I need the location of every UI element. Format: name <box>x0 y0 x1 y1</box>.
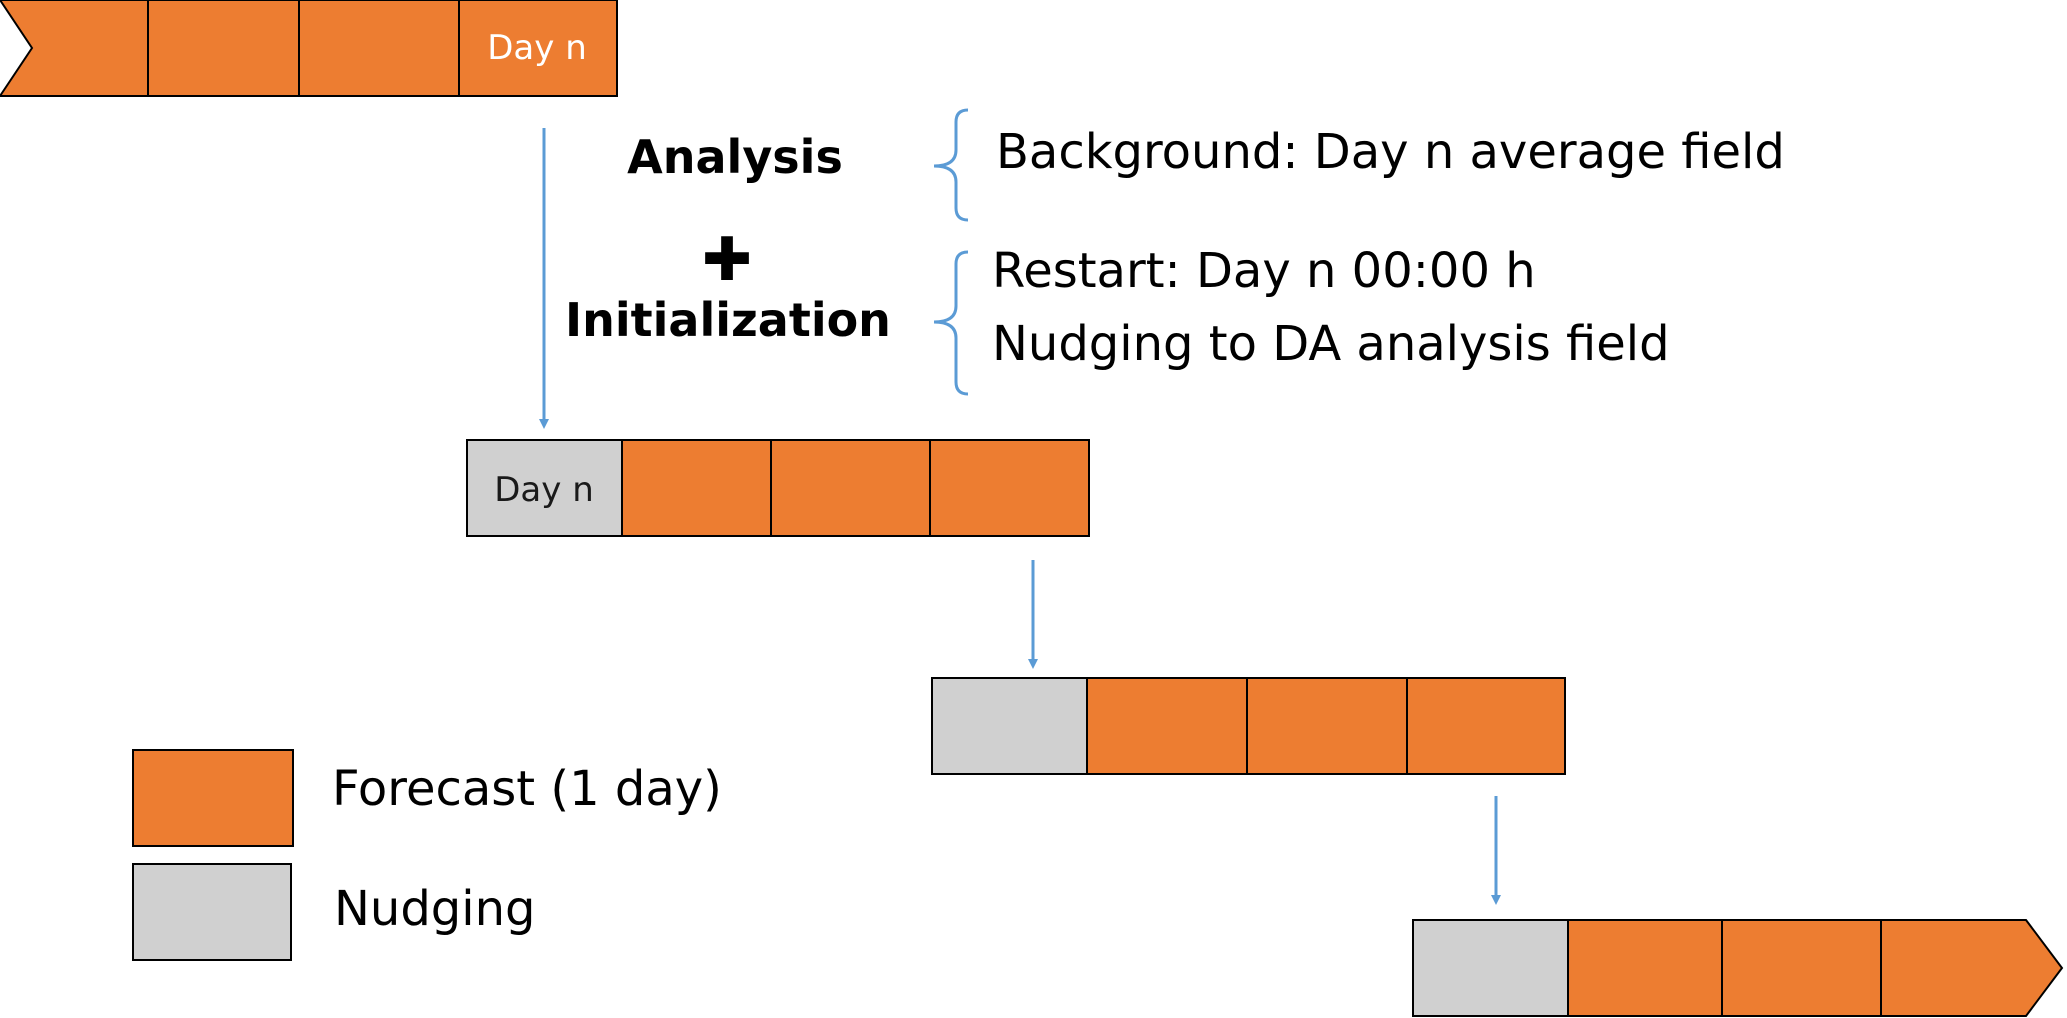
fourth-chain-cell-2 <box>1567 919 1723 1017</box>
third-chain-cell-2 <box>1086 677 1248 775</box>
analysis-note: Background: Day n average field <box>996 124 1785 180</box>
legend-forecast-swatch <box>132 749 294 847</box>
third-chain-cell-4 <box>1406 677 1566 775</box>
legend-forecast-label: Forecast (1 day) <box>332 761 722 817</box>
second-chain-cell-2 <box>621 439 772 537</box>
initialization-heading: Initialization <box>565 293 891 347</box>
fourth-forecast-chain <box>1412 919 2064 1017</box>
top-chain-cell-3 <box>298 0 460 97</box>
init-note-nudging: Nudging to DA analysis field <box>992 316 1670 372</box>
second-chain-cell-4 <box>929 439 1090 537</box>
second-chain-day-n-label: Day n <box>494 470 594 510</box>
top-chain-cell-4 <box>458 0 618 97</box>
second-chain-cell-3 <box>770 439 931 537</box>
plus-icon: ✚ <box>702 225 752 295</box>
third-chain-nudging-cell <box>931 677 1088 775</box>
top-chain-cell-1 <box>0 0 149 97</box>
top-chain-cell-2 <box>147 0 300 97</box>
second-forecast-chain: Day n <box>466 439 1090 537</box>
legend-nudging-label: Nudging <box>334 881 536 937</box>
legend: Forecast (1 day) Nudging <box>132 749 722 961</box>
analysis-heading: Analysis <box>627 130 843 184</box>
third-chain-cell-3 <box>1246 677 1408 775</box>
top-chain-day-n-label: Day n <box>487 28 587 68</box>
init-note-restart: Restart: Day n 00:00 h <box>992 243 1536 299</box>
top-forecast-chain: Day n <box>0 0 618 97</box>
initialization-brace <box>933 250 969 396</box>
second-chain-nudging-cell <box>466 439 623 537</box>
fourth-chain-cell-4 <box>1880 919 2064 1017</box>
analysis-brace <box>933 108 969 222</box>
legend-nudging-swatch <box>132 863 292 961</box>
fourth-chain-cell-3 <box>1721 919 1882 1017</box>
fourth-chain-nudging-cell <box>1412 919 1569 1017</box>
third-forecast-chain <box>931 677 1566 775</box>
